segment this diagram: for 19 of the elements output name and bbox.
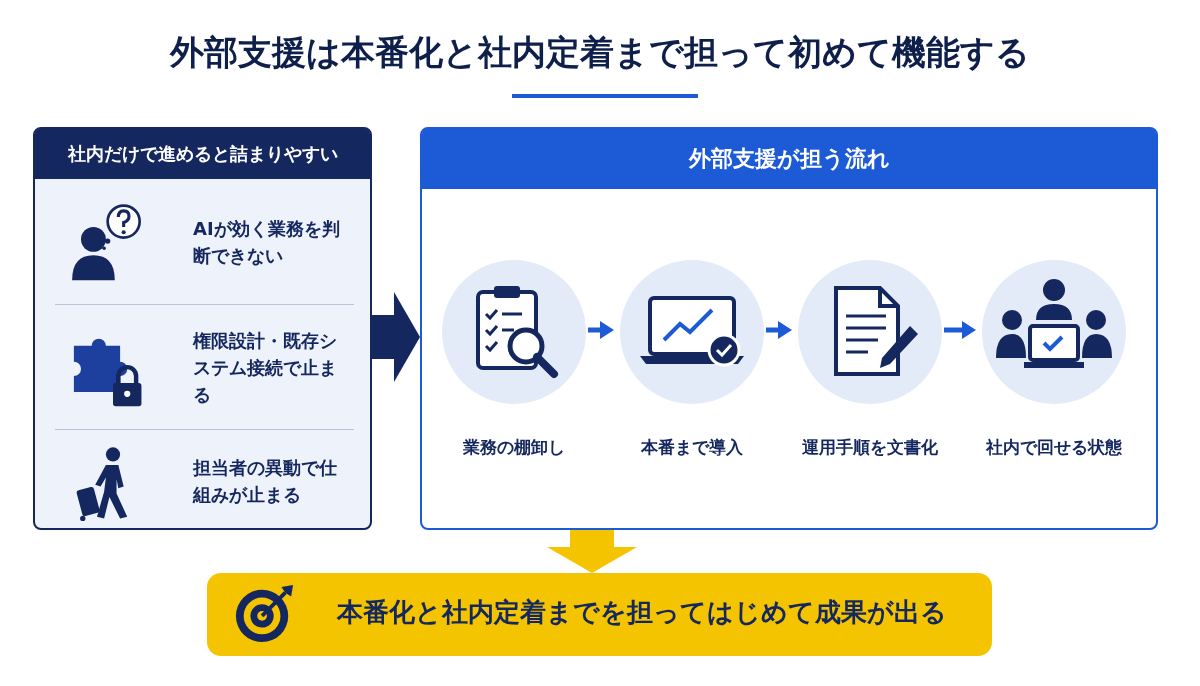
banner-text: 本番化と社内定着までを担ってはじめて成果が出る xyxy=(337,596,947,629)
arrow xyxy=(547,530,637,573)
page-title: 外部支援は本番化と社内定着まで担って初めて機能する xyxy=(168,31,1031,74)
panel-heading: 社内だけで進めると詰まりやすい xyxy=(35,129,370,179)
step-label: 運用手順を文書化 xyxy=(801,436,939,459)
result-banner xyxy=(207,573,992,656)
step-label: 業務の棚卸し xyxy=(462,436,566,459)
row-text: AIが効く業務を判断できない xyxy=(193,216,341,268)
arrow xyxy=(372,292,420,382)
row-text: 権限設計・既存システム接続で止まる xyxy=(193,328,338,407)
card-panel xyxy=(420,127,1158,530)
arrow xyxy=(766,321,792,339)
row-text: 担当者の異動で仕組みが止まる xyxy=(193,456,338,507)
arrow xyxy=(588,321,614,339)
card-panel xyxy=(33,127,372,530)
panel-heading: 外部支援が担う流れ xyxy=(422,129,1156,189)
step-label: 本番まで導入 xyxy=(640,436,744,459)
arrow xyxy=(944,321,976,339)
step-label: 社内で回せる状態 xyxy=(985,436,1123,459)
